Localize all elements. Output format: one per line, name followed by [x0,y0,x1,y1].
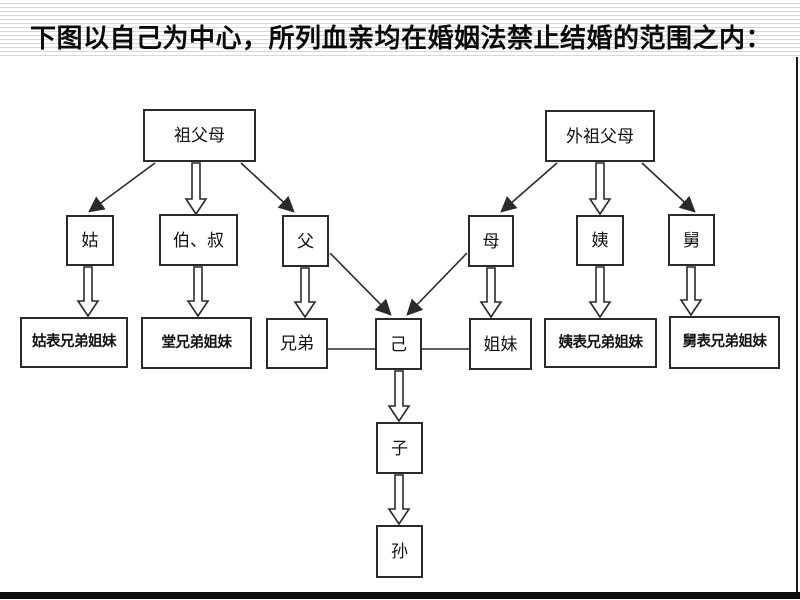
node-mother: 母 [468,215,514,267]
edge-fu-ji [329,252,392,316]
edge-waizufumu-yi [588,162,612,216]
node-paternal-uncles: 伯、叔 [159,214,238,266]
node-grandparents-maternal: 外祖父母 [545,110,655,162]
edge-jiu-jiubiao [679,266,703,317]
edge-mu-jiemei [479,267,503,319]
edge-boshu-tang [186,266,210,318]
edge-mu-ji [406,252,468,316]
edge-zi-sun [387,474,411,526]
node-father: 父 [282,215,329,267]
right-border-line [796,57,798,593]
node-maternal-aunt: 姨 [576,215,624,266]
node-paternal-aunt: 姑 [66,215,114,266]
node-tang-cousins: 堂兄弟姐妹 [141,317,252,369]
edge-waizufumu-jiu [641,162,696,213]
bottom-bar [0,592,800,599]
edge-fu-xiongdi [293,267,317,319]
edge-ji-zi [387,370,411,423]
node-maternal-uncle: 舅 [668,214,715,266]
edge-gu-gubiao [76,266,100,318]
node-gu-cousins: 姑表兄弟姐妹 [20,317,128,368]
node-brothers: 兄弟 [266,318,328,369]
edge-yi-yibiao [588,266,612,319]
edge-zufumu-fu [240,162,295,213]
node-self: 己 [375,318,422,370]
node-sisters: 姐妹 [469,318,532,370]
edge-zufumu-gu [88,162,156,213]
edge-waizufumu-mu [500,162,558,213]
node-grandparents-paternal: 祖父母 [143,109,256,162]
node-yi-cousins: 姨表兄弟姐妹 [544,318,657,368]
slide-title: 下图以自己为中心，所列血亲均在婚姻法禁止结婚的范围之内： [30,24,773,53]
title-stripes-background [0,0,800,57]
edge-zufumu-boshu [184,162,208,216]
node-grandchild: 孙 [376,525,423,578]
node-jiu-cousins: 舅表兄弟姐妹 [669,316,780,369]
node-child: 子 [376,422,423,474]
